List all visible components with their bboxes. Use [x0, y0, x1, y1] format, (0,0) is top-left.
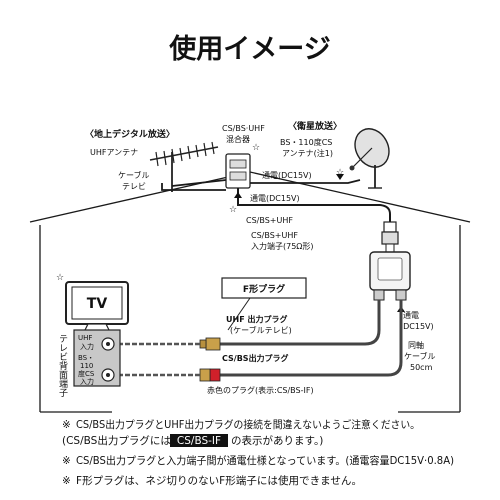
uhf-antenna-cable: [171, 179, 227, 187]
uhf-plug-label-line2: (ケーブルテレビ): [230, 325, 292, 335]
main-power-label: 通電(DC15V): [250, 193, 300, 203]
cs-bs-if-badge: [170, 434, 228, 447]
satellite-label-line1: BS・110度CS: [280, 137, 332, 147]
satellite-label-line2: アンテナ(注1): [282, 148, 333, 158]
note3-text: F形プラグは、ネジ切りのないF形端子には使用できません。: [76, 474, 362, 487]
red-plug-note: 赤色のプラグ(表示:CS/BS-IF): [207, 385, 314, 395]
cable-tv-label-line2: テレビ: [122, 182, 146, 191]
splitter-power-label-line1: 通電: [403, 310, 419, 320]
page-title: 使用イメージ: [168, 34, 330, 65]
bs-port-label-line2: 110: [80, 362, 93, 370]
mixer-star-icon: ☆: [252, 143, 260, 153]
splitter-power-label-line2: (DC15V): [400, 322, 434, 331]
coax-cable-label-line2: ケーブル: [404, 351, 436, 361]
cable-tv-line: [161, 183, 226, 191]
tv-label: TV: [87, 296, 108, 312]
satellite-power-label: 通電(DC15V): [262, 170, 312, 180]
note2-text: CS/BS出力プラグと入力端子間が通電仕様となっています。(通電容量DC15V·…: [76, 454, 454, 467]
main-signal-cable: [237, 188, 391, 222]
note2-mark: ※: [62, 455, 71, 467]
tv-terminal-panel: [73, 329, 121, 387]
uhf-output-cable: [218, 300, 381, 346]
bs-port-label-line3: 度CS: [78, 369, 95, 378]
note1-line2-post: の表示があります。): [231, 434, 323, 447]
note1-line2-pre: (CS/BS出力プラグには: [62, 434, 171, 447]
note3-mark: ※: [62, 475, 71, 487]
bs-output-cable: [218, 300, 403, 377]
uhf-output-plug: [199, 337, 221, 351]
f-plug-callout: [221, 277, 307, 331]
satellite-dish-icon: [349, 128, 390, 189]
terrestrial-heading: 〈地上デジタル放送〉: [85, 128, 175, 140]
coax-cable-label-line3: 50cm: [410, 363, 433, 372]
bs-port-label-line1: BS・: [78, 354, 94, 362]
note1-line1: CS/BS出力プラグとUHF出力プラグの接続を間違えないようご注意ください。: [76, 418, 420, 431]
main-power-arrow-icon: [234, 192, 242, 198]
uhf-plug-label-line1: UHF 出力プラグ: [226, 314, 287, 324]
input-terminal-label-line2: 入力端子(75Ω形): [251, 241, 314, 251]
satellite-heading: 〈衛星放送〉: [288, 120, 342, 132]
note1-mark: ※: [62, 419, 71, 431]
satellite-cable: [250, 179, 361, 184]
tv-terminal-label: テレビ背面端子: [57, 334, 68, 397]
uhf-port-label-line1: UHF: [78, 334, 92, 342]
cable-star-icon: ☆: [229, 205, 237, 215]
bs-plug-label: CS/BS出力プラグ: [222, 353, 289, 363]
tv-icon: [65, 281, 129, 333]
mixer-box: [225, 153, 251, 189]
note1-badge-text: CS/BS-IF: [177, 435, 221, 447]
f-plug-title: F形プラグ: [243, 283, 285, 295]
splitter-unit: [369, 221, 411, 301]
bs-port-label-line4: 入力: [80, 377, 94, 386]
cable-tv-label-line1: ケーブル: [118, 170, 150, 180]
mixer-label-line1: CS/BS·UHF: [222, 124, 265, 133]
uhf-port-label-line2: 入力: [80, 342, 94, 351]
mixer-label-line2: 混合器: [226, 134, 250, 144]
uhf-antenna-label: UHFアンテナ: [90, 148, 138, 157]
input-terminal-label-line1: CS/BS+UHF: [251, 231, 298, 240]
coax-cable-label-line1: 同軸: [408, 340, 424, 350]
satellite-power-arrow-icon: [336, 174, 344, 180]
satellite-star-icon: ☆: [336, 168, 344, 178]
main-signal-label: CS/BS+UHF: [246, 216, 293, 225]
bs-output-plug: [199, 368, 221, 382]
tv-star-icon: ☆: [56, 273, 64, 283]
